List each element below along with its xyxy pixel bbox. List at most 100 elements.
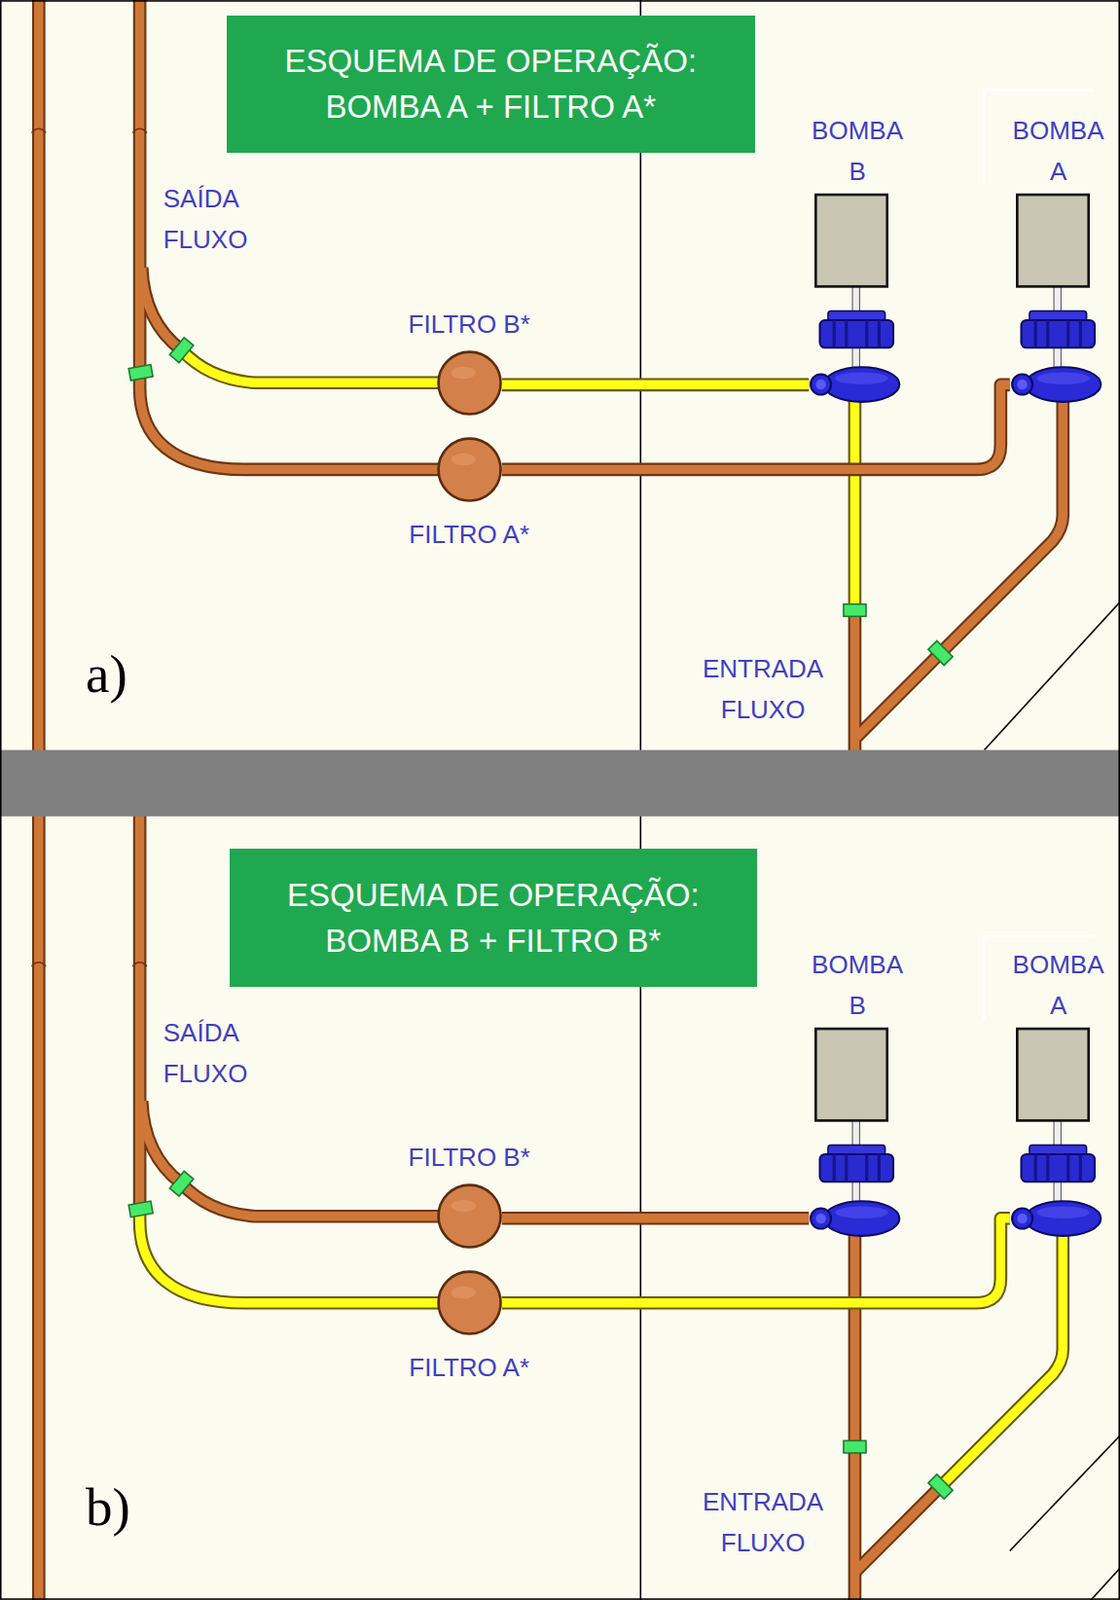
pipe-outline-part [133, 813, 147, 1207]
pipe-part [142, 267, 182, 351]
panel-a [31, 0, 1120, 776]
pipe-notch-part [31, 962, 46, 967]
filter-symbol-part [437, 1271, 501, 1335]
pipe-part [854, 652, 940, 739]
pump-symbol-part [835, 1205, 890, 1219]
pump-symbol-part [1025, 366, 1102, 402]
pump-symbol-part [1036, 372, 1090, 386]
pipe-outline-part [848, 1230, 863, 1444]
pump-symbol-part [1016, 1028, 1088, 1120]
pump-symbol-part [810, 374, 831, 396]
pump: BOMBA A [1010, 193, 1108, 405]
pipe [38, 813, 1063, 1600]
pump-symbol-part [833, 320, 879, 348]
pipe-part [181, 1183, 480, 1217]
pipe-part [181, 350, 480, 384]
pump-symbol-part [1025, 1200, 1102, 1236]
pipe-outline-part [854, 652, 940, 739]
pump-symbol-part [1016, 194, 1088, 287]
panel-letter: b) [85, 1478, 131, 1537]
filter-symbol [436, 1183, 503, 1249]
pipe-outline [502, 378, 810, 393]
filter-label: FILTRO A* [408, 513, 530, 555]
diagonal-line [1010, 1435, 1120, 1551]
pipe-coupling-part [928, 1474, 953, 1499]
pipe [502, 1213, 810, 1223]
pipe-connector [502, 384, 1011, 470]
pump-symbol-part [816, 379, 827, 390]
pipe [502, 380, 810, 390]
pipe-outline-part [181, 1183, 480, 1217]
pipe [502, 1218, 1011, 1303]
pipe-outline-part [181, 350, 480, 384]
pipe-connector [502, 384, 810, 386]
pump-symbol-part [852, 283, 860, 314]
pipe-coupling [128, 337, 953, 666]
pipe-coupling-part [843, 604, 867, 617]
pipe-part [850, 397, 860, 611]
pipe-outline-part [32, 813, 46, 1600]
pump-symbol-part [1035, 1154, 1081, 1182]
pipe-notch-part [31, 128, 46, 133]
pump-label: BOMBA B [808, 943, 906, 1026]
filter-symbol-part [450, 452, 475, 466]
pump-symbol-part [852, 1117, 860, 1148]
filter: FILTRO B* [436, 350, 503, 416]
pipe-part [850, 1443, 860, 1600]
pipe-coupling [128, 1170, 953, 1499]
pump-label: BOMBA A [1010, 109, 1108, 192]
pipe-outline-part [854, 1485, 940, 1572]
filter-label: FILTRO A* [408, 1346, 530, 1388]
flow-outlet-label: SAÍDA FLUXO [163, 178, 273, 260]
pipe-part [34, 0, 43, 776]
pipe-outline-part [32, 0, 46, 776]
pipe-outline-part [133, 0, 147, 373]
pipe-outline-part [848, 397, 863, 611]
pipe [38, 0, 1063, 776]
filter-label: FILTRO B* [408, 1136, 531, 1178]
pipe-outline [38, 0, 1063, 776]
pump: BOMBA B [808, 1027, 906, 1239]
pump-symbol-part [1016, 379, 1027, 390]
pipe-coupling-part [843, 1440, 867, 1453]
pipe-outline [502, 1218, 1011, 1303]
pipe-outline [502, 384, 1011, 470]
flow-outlet-label: SAÍDA FLUXO [163, 1011, 273, 1094]
pump-symbol [1010, 193, 1108, 405]
flow-inlet-label: ENTRADA FLUXO [694, 648, 831, 730]
filter-symbol-part [450, 1286, 475, 1300]
pipe-coupling-part [928, 640, 953, 665]
pump-symbol-part [1011, 374, 1033, 396]
filter-symbol-part [437, 351, 501, 414]
flow-inlet-label: ENTRADA FLUXO [694, 1481, 831, 1563]
filter-symbol-part [437, 1185, 501, 1248]
pipe-coupling-part [128, 364, 153, 381]
filter-symbol [436, 1269, 503, 1336]
pump-symbol-part [816, 1028, 888, 1120]
pump: BOMBA B [808, 193, 906, 405]
diagonal-line [1086, 1567, 1120, 1600]
pipe-part [142, 1100, 182, 1184]
separator-band [0, 750, 1120, 817]
pipe-coupling-part [169, 1170, 193, 1196]
pipe-outline [38, 813, 1063, 1600]
pipe-coupling-part [128, 1200, 153, 1217]
filter-symbol-part [437, 437, 501, 501]
pipe-part [854, 1485, 940, 1572]
pipe-part [850, 1230, 860, 1444]
pump-label: BOMBA A [1010, 943, 1108, 1026]
pipe-outline [502, 1211, 810, 1226]
panel-b [31, 813, 1120, 1600]
pump-symbol-part [1016, 1212, 1027, 1223]
pump-symbol-part [816, 1212, 827, 1223]
filter-symbol [436, 436, 503, 503]
panel-letter: a) [85, 645, 128, 704]
filter: FILTRO A* [436, 436, 503, 503]
pipe-notch [31, 962, 146, 967]
pump-symbol-part [1020, 320, 1094, 348]
title-box: ESQUEMA DE OPERAÇÃO: BOMBA B + FILTRO B* [229, 848, 758, 987]
pump-symbol-part [816, 194, 888, 287]
title-text: ESQUEMA DE OPERAÇÃO: BOMBA B + FILTRO B* [259, 871, 727, 964]
pump-symbol-part [820, 320, 894, 348]
